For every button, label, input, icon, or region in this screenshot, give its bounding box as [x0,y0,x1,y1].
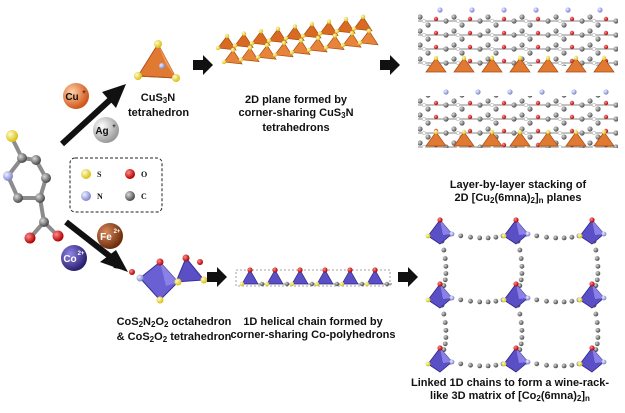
atom-legend: S O N C [69,157,163,213]
legend-carbon-swatch [125,191,135,201]
svg-text:2+: 2+ [114,229,121,235]
legend-oxygen-swatch [125,169,135,179]
fe-ion-badge: Fe 2+ [97,223,123,249]
caption-3d-matrix: Linked 1D chains to form a wine-rack- li… [410,377,610,403]
svg-text:+: + [82,90,86,96]
co-polyhedra [129,254,208,304]
arrow-to-co-polyhedron [64,219,128,272]
svg-text:Co: Co [63,254,76,265]
arrow-to-layer-stack [380,55,400,75]
ag-ion-badge: Ag + [93,117,119,143]
ligand-molecule [3,130,64,244]
arrow-to-2d-plane [193,55,213,75]
arrow-to-cus3n [59,84,126,147]
svg-text:+: + [112,124,116,130]
svg-text:2+: 2+ [78,251,85,257]
cus3n-2d-plane [215,14,379,65]
arrow-to-3d-matrix [398,267,418,287]
legend-nitrogen-swatch [81,191,91,201]
svg-text:S: S [97,170,102,179]
svg-text:Cu: Cu [65,92,78,103]
arrow-to-1d-helix [207,267,227,287]
cu-layer-stack [418,7,618,148]
ligand-sulfur-atom [6,130,18,142]
svg-text:O: O [141,170,147,179]
caption-2d-plane: 2D plane formed by corner-sharing CuS3N … [238,94,354,134]
cus3n-tetrahedron [134,40,180,82]
legend-sulfur-swatch [81,169,91,179]
caption-1d-helix: 1D helical chain formed by corner-sharin… [230,316,396,341]
svg-text:C: C [141,192,147,201]
svg-text:Ag: Ag [95,126,108,137]
caption-co-polyhedra: CoS2N2O2 octahedron & CoS2O2 tetrahedron [116,316,232,344]
co-3d-wine-rack-matrix [425,217,607,373]
svg-text:Fe: Fe [100,232,112,243]
ligand-nitrogen-atom [3,171,13,181]
co-ion-badge: Co 2+ [61,245,87,271]
caption-layer-stacking: Layer-by-layer stacking of 2D [Cu2(6mna)… [449,179,587,205]
cu-ion-badge: Cu + [63,83,89,109]
svg-text:N: N [97,192,103,201]
co-1d-helical-chain [235,267,392,287]
caption-cus3n-tetrahedron: CuS3N tetrahedron [128,92,190,119]
